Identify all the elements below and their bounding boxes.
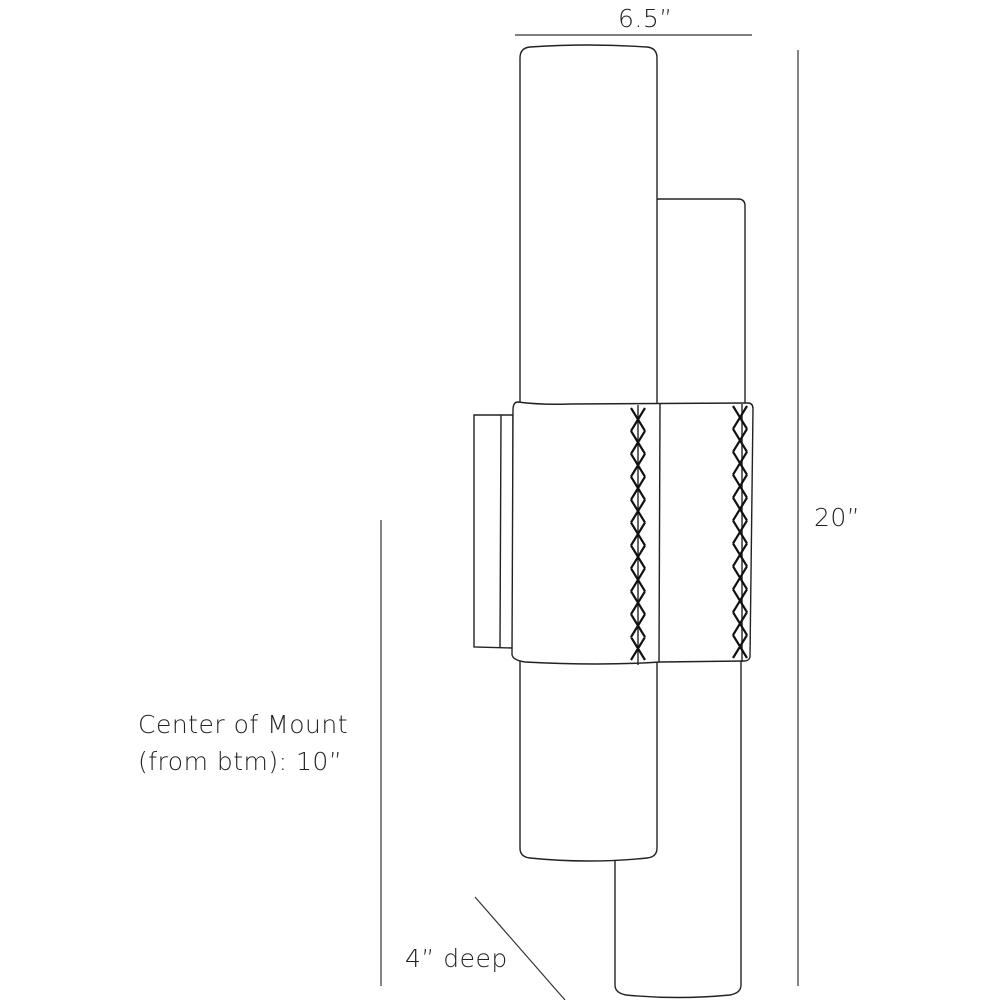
depth-dimension-line	[474, 896, 566, 1000]
depth-label: 4” deep	[405, 944, 508, 973]
stitch-line	[732, 405, 748, 659]
back-upper-tube	[651, 198, 746, 411]
stitching	[630, 405, 748, 661]
center-mount-label-1: Center of Mount	[138, 710, 348, 739]
height-label: 20”	[814, 503, 861, 532]
band-seam	[658, 403, 661, 663]
center-mount-label-2: (from btm): 10”	[138, 747, 343, 776]
width-label: 6.5”	[618, 4, 673, 33]
leather-band	[511, 401, 754, 665]
mount-plate	[473, 414, 514, 649]
stitch-line	[630, 407, 646, 661]
